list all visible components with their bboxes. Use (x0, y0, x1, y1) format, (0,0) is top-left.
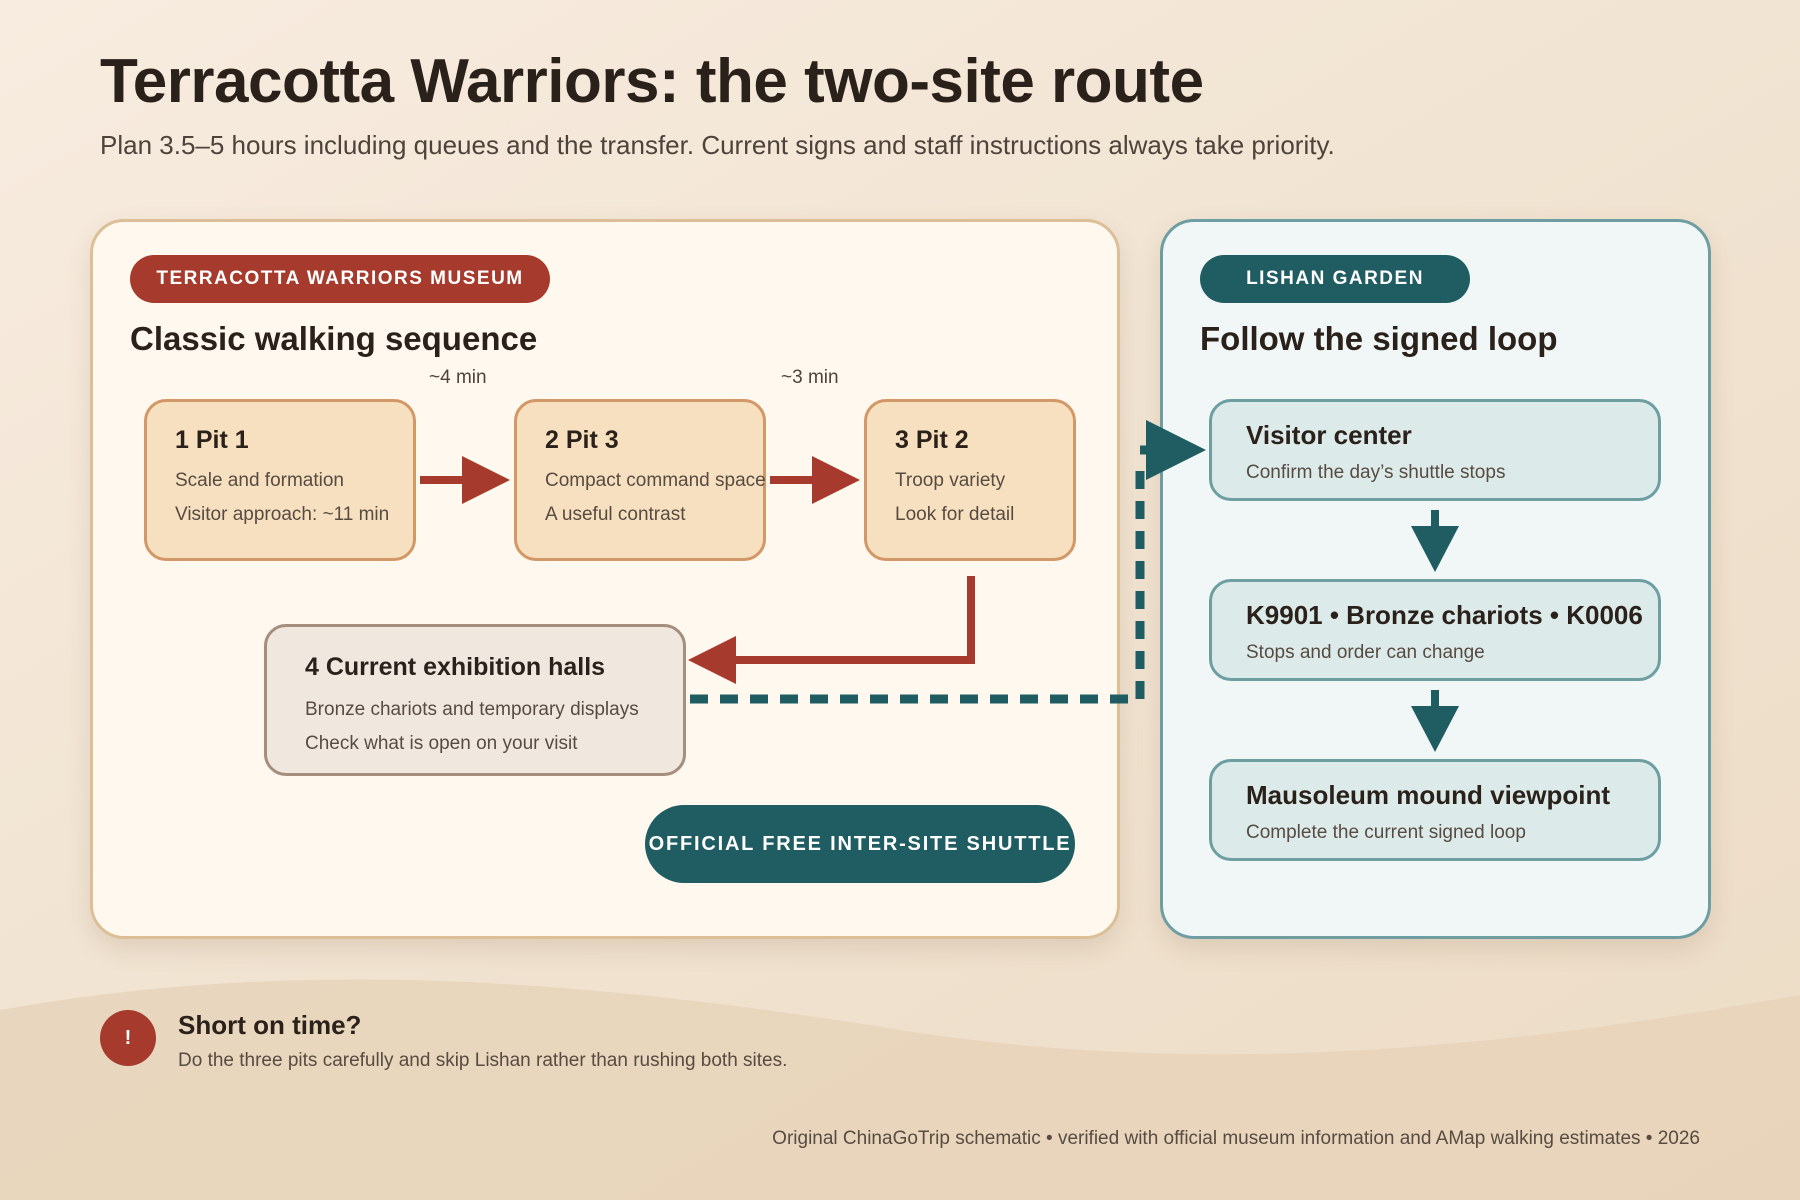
step-title: Mausoleum mound viewpoint (1246, 780, 1611, 810)
note-title: Short on time? (178, 1010, 362, 1040)
step-title: 4 Current exhibition halls (305, 653, 606, 681)
page-title: Terracotta Warriors: the two-site route (100, 47, 1204, 116)
step-pit-3: 2 Pit 3 Compact command space A useful c… (514, 399, 766, 561)
step-detail: Visitor approach: ~11 min (175, 504, 390, 525)
shuttle-badge: OFFICIAL FREE INTER-SITE SHUTTLE (645, 805, 1075, 883)
step-detail: Check what is open on your visit (305, 733, 578, 754)
step-pit-2: 3 Pit 2 Troop variety Look for detail (864, 399, 1076, 561)
step-title: Visitor center (1246, 420, 1412, 450)
step-title: 3 Pit 2 (895, 426, 969, 454)
museum-heading: Classic walking sequence (130, 320, 538, 357)
step-title: 2 Pit 3 (545, 426, 619, 454)
step-pit-1: 1 Pit 1 Scale and formation Visitor appr… (144, 399, 416, 561)
step-visitor-center: Visitor center Confirm the day’s shuttle… (1209, 399, 1661, 501)
step-detail: Look for detail (895, 504, 1015, 525)
step-title: 1 Pit 1 (175, 426, 249, 454)
walk-time-pit1-pit3: ~4 min (429, 367, 487, 388)
note-text: Do the three pits carefully and skip Lis… (178, 1050, 788, 1071)
step-detail: Complete the current signed loop (1246, 822, 1526, 843)
step-detail: Scale and formation (175, 470, 344, 491)
step-detail: Stops and order can change (1246, 642, 1485, 663)
credit-line: Original ChinaGoTrip schematic • verifie… (772, 1128, 1700, 1149)
lishan-heading: Follow the signed loop (1200, 320, 1558, 357)
step-detail: Bronze chariots and temporary displays (305, 699, 639, 720)
step-mausoleum-viewpoint: Mausoleum mound viewpoint Complete the c… (1209, 759, 1661, 861)
step-title: K9901 • Bronze chariots • K0006 (1246, 600, 1643, 630)
step-bronze-chariots: K9901 • Bronze chariots • K0006 Stops an… (1209, 579, 1661, 681)
step-detail: A useful contrast (545, 504, 686, 525)
warning-icon: ! (100, 1010, 156, 1066)
step-exhibition-halls: 4 Current exhibition halls Bronze chario… (264, 624, 686, 776)
page-subtitle: Plan 3.5–5 hours including queues and th… (100, 130, 1335, 160)
step-detail: Troop variety (895, 470, 1006, 491)
museum-badge: TERRACOTTA WARRIORS MUSEUM (130, 255, 550, 303)
walk-time-pit3-pit2: ~3 min (781, 367, 839, 388)
step-detail: Confirm the day’s shuttle stops (1246, 462, 1506, 483)
lishan-badge: LISHAN GARDEN (1200, 255, 1470, 303)
step-detail: Compact command space (545, 470, 766, 491)
